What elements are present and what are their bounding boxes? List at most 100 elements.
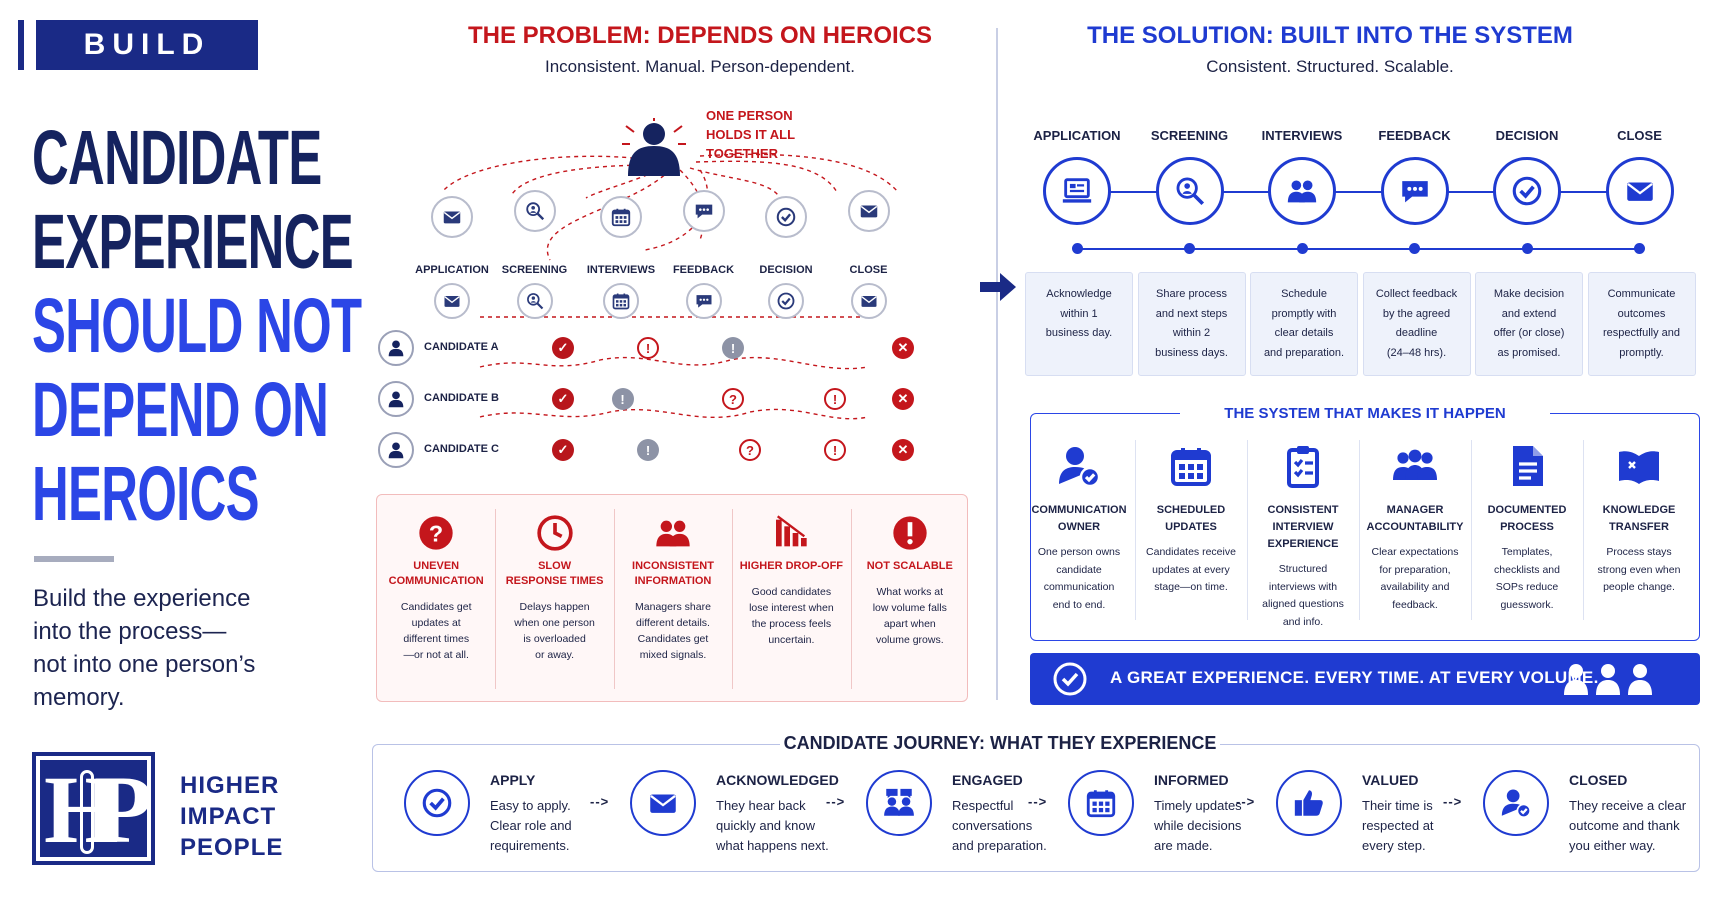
banner-text: A GREAT EXPERIENCE. EVERY TIME. AT EVERY…	[1110, 668, 1599, 687]
people-group-icon	[1564, 664, 1652, 695]
problem-title: THE PROBLEM: DEPENDS ON HEROICS	[467, 22, 933, 49]
system-desc-line: aligned questions	[1262, 598, 1344, 610]
system-title-line: PROCESS	[1500, 521, 1554, 533]
journey-step-title: VALUED	[1362, 772, 1419, 788]
issue-title-line: INFORMATION	[634, 575, 712, 587]
issue-desc-line: when one person	[514, 617, 595, 629]
journey-step-title: ENGAGED	[952, 772, 1023, 788]
issue-desc-line: updates at	[411, 617, 461, 629]
mail-icon	[444, 296, 460, 307]
journey-arrow: -->	[1028, 794, 1048, 809]
logo-word: IMPACT	[180, 803, 277, 830]
journey-arrow: -->	[826, 794, 846, 809]
journey-desc-line: quickly and know	[716, 818, 815, 833]
headline-line: CANDIDATE	[32, 115, 322, 201]
logo-word: HIGHER	[180, 772, 280, 799]
promise-banner: A GREAT EXPERIENCE. EVERY TIME. AT EVERY…	[1030, 653, 1700, 705]
headline-line: DEPEND ON	[32, 367, 329, 453]
system-desc-line: updates at every	[1152, 563, 1230, 576]
issue-icon-wrap	[890, 513, 930, 553]
journey-step-icon-wrap	[1483, 770, 1549, 836]
system-desc-line: Templates,	[1501, 546, 1553, 558]
problem-step-icon-decision	[768, 283, 804, 319]
divider-rule	[34, 556, 114, 562]
issue-title-line: HIGHER DROP-OFF	[739, 560, 844, 572]
issue-desc-line: or away.	[535, 649, 575, 661]
system-separator	[1471, 440, 1472, 620]
card-line: as promised.	[1497, 346, 1561, 359]
problem-step-label: INTERVIEWS	[586, 264, 656, 276]
journey-step-icon-wrap	[1276, 770, 1342, 836]
mail-icon	[861, 296, 876, 307]
system-desc-line: end to end.	[1052, 598, 1106, 611]
section-divider	[996, 28, 998, 700]
system-item-icon-wrap	[1167, 442, 1215, 490]
problem-step-top-close	[847, 190, 890, 232]
chat-icon	[696, 295, 711, 308]
solution-step-dot	[1184, 243, 1195, 254]
problem-step-top-application	[431, 196, 473, 238]
calendar-icon	[1171, 448, 1211, 486]
solution-step-label: APPLICATION	[1033, 128, 1121, 143]
status-check-icon: ✓	[552, 337, 574, 359]
solution-step-dot	[1296, 243, 1308, 254]
problem-step-top-feedback	[682, 190, 725, 232]
user-check-icon	[1059, 447, 1101, 488]
solution-step-application	[1043, 157, 1111, 225]
solution-step-decision	[1493, 157, 1561, 225]
person-icon	[388, 442, 404, 459]
check-icon	[1512, 176, 1542, 206]
journey-step-title: CLOSED	[1569, 772, 1628, 788]
system-item-icon-wrap	[1503, 442, 1551, 490]
system-separator	[1359, 440, 1360, 620]
user-check-icon	[1501, 789, 1532, 819]
card-line: Schedule	[1281, 288, 1327, 300]
journey-desc-line: requirements.	[490, 838, 570, 853]
declining-bars-icon	[776, 515, 808, 547]
candidate-avatar	[378, 330, 414, 366]
check-icon	[422, 788, 452, 818]
thumbs-up-icon	[1294, 790, 1323, 816]
solution-step-dot	[1521, 243, 1533, 254]
issue-separator	[495, 509, 497, 689]
solution-step-screening	[1155, 157, 1224, 225]
issue-desc-line: apart when	[883, 618, 936, 630]
clipboard-icon	[1287, 446, 1319, 488]
system-desc-line: Candidates receive	[1146, 546, 1236, 558]
chat-icon	[1401, 181, 1428, 203]
candidate-label: CANDIDATE C	[424, 443, 499, 455]
issue-icon-wrap	[535, 513, 575, 553]
journey-desc-line: Respectful	[952, 798, 1014, 813]
journey-desc-line: every step.	[1362, 838, 1426, 853]
people-icon	[1287, 180, 1317, 203]
laptop-icon	[1062, 178, 1092, 203]
solution-connector-line	[1077, 191, 1640, 193]
journey-desc-line: They hear back	[716, 798, 806, 813]
issue-icon-wrap	[653, 513, 693, 553]
candidate-avatar	[378, 432, 414, 468]
system-title-line: CONSISTENT	[1267, 504, 1339, 516]
journey-step-icon-wrap	[866, 770, 932, 836]
arrow-right-icon	[980, 273, 1016, 301]
mail-icon	[443, 211, 461, 224]
system-title-line: COMMUNICATION	[1031, 504, 1127, 516]
problem-step-label: SCREENING	[501, 264, 568, 276]
journey-arrow: -->	[590, 794, 610, 809]
issue-desc-line: low volume falls	[872, 602, 947, 614]
hero-callout-line: TOGETHER	[706, 146, 778, 161]
